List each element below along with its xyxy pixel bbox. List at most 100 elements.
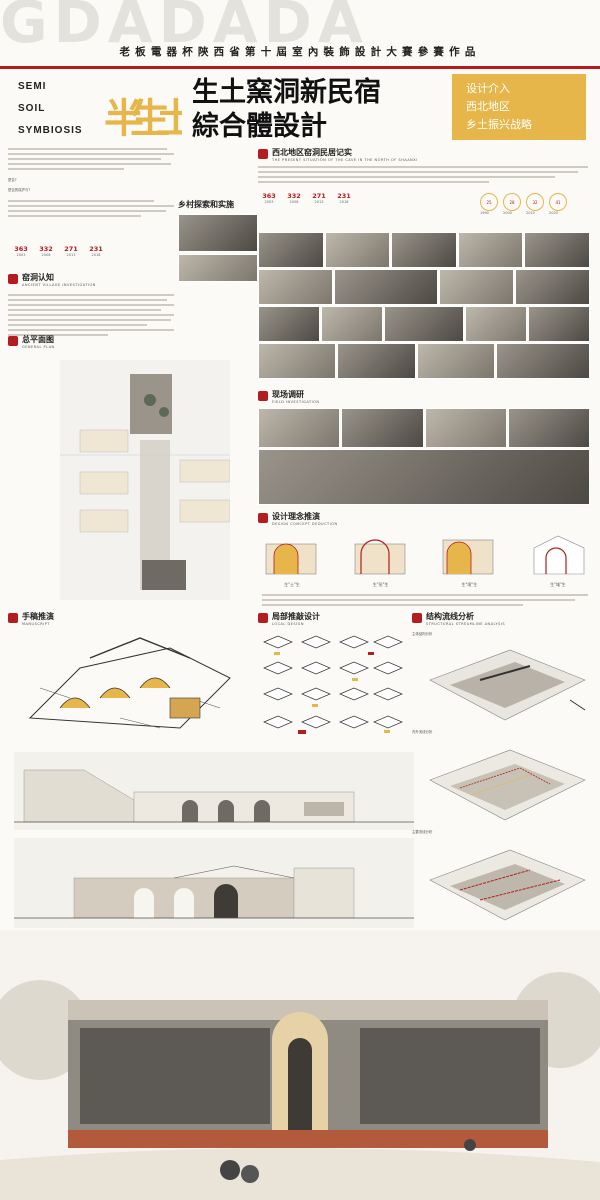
- structure-label: 内外流线分析: [412, 730, 433, 734]
- main-perspective-rendering: [0, 930, 600, 1200]
- section-icon: [258, 613, 268, 623]
- cave-photo: [337, 343, 416, 379]
- elevation-drawing-1: [14, 752, 414, 830]
- cave-photo: [333, 269, 439, 305]
- section-icon: [8, 274, 18, 284]
- circle-year: 2010: [526, 211, 535, 215]
- keyword-tag: 设计介入: [466, 82, 510, 95]
- concept-label: 生"域"生: [550, 582, 566, 587]
- section-header-northwest: 西北地区窑洞民居记实 THE PRESENT SITUATION OF THE …: [258, 148, 418, 162]
- photo-row: [258, 343, 590, 379]
- section-header-plan: 总平面图 GENERAL PLAN: [8, 335, 55, 349]
- english-title-line: SYMBIOSIS: [18, 125, 83, 136]
- local-design-studies: [263, 635, 403, 734]
- northwest-text: [258, 166, 588, 186]
- concept-figure: [265, 543, 317, 575]
- competition-title: 老板電器杯陝西省第十屆室內裝飾設計大賽參賽作品: [119, 46, 481, 58]
- photo-row: [258, 232, 590, 268]
- field-photo: [258, 408, 341, 448]
- field-panorama: [258, 449, 590, 505]
- concept-figure: [443, 539, 494, 575]
- section-subtitle: ANCIENT VILLAGE INVESTIGATION: [22, 283, 96, 287]
- field-photos: [258, 408, 590, 506]
- stat-year: 2018: [339, 200, 349, 204]
- section-header-structure: 结构流线分析 STRUCTURAL STREAMLINE ANALYSIS: [412, 612, 505, 626]
- keyword-tag: 乡土振兴战略: [466, 118, 532, 131]
- cave-photo: [258, 306, 320, 342]
- cave-photo: [496, 343, 590, 379]
- stat-value: 332: [39, 245, 53, 253]
- cave-photo: [465, 306, 527, 342]
- field-photo: [507, 408, 590, 448]
- manuscript-sketch: [28, 637, 231, 729]
- stat-year: 2003: [16, 253, 26, 257]
- section-title: 局部推敲设计: [272, 612, 320, 621]
- section-title: 设计理念推演: [272, 512, 320, 521]
- section-icon: [258, 149, 268, 159]
- section-title: 结构流线分析: [426, 612, 474, 621]
- circle-value: 28: [503, 193, 521, 211]
- cave-photo: [258, 232, 324, 268]
- project-title-line1: 生土窯洞新民宿: [192, 77, 381, 108]
- keyword-tag: 西北地区: [466, 100, 510, 113]
- circle-year: 2020: [549, 211, 558, 215]
- concept-text: [262, 594, 588, 609]
- section-title: 总平面图: [22, 335, 54, 344]
- cave-photo: [324, 232, 391, 268]
- circle-value: 41: [549, 193, 567, 211]
- structure-label: 主要流线分析: [412, 830, 433, 834]
- field-photo: [341, 408, 424, 448]
- stat-year: 2008: [289, 200, 299, 204]
- intro-question2: 是否的保护与?: [8, 188, 31, 192]
- stat-value: 363: [14, 245, 28, 253]
- structure-axonometric-1: [429, 649, 586, 721]
- circle-value: 25: [480, 193, 498, 211]
- circle-value: 32: [526, 193, 544, 211]
- section-header-cave-cognition: 窑洞认知 ANCIENT VILLAGE INVESTIGATION: [8, 273, 96, 287]
- concept-step: 生"土"生: [262, 528, 322, 588]
- english-title-line: SOIL: [18, 103, 46, 114]
- section-header-field: 现场调研 FIELD INVESTIGATION: [258, 390, 320, 404]
- stat-value: 271: [64, 245, 78, 253]
- stat-year: 2018: [91, 253, 101, 257]
- keyword-box: 设计介入 西北地区 乡土振兴战略: [452, 74, 586, 140]
- structure-axonometric-3: [429, 849, 586, 921]
- concept-figure: [533, 535, 585, 575]
- section-subtitle: MANUSCRIPT: [22, 622, 50, 626]
- cave-photo: [457, 232, 524, 268]
- circle-year: 1990: [480, 211, 489, 215]
- photo-row: [258, 306, 590, 342]
- section-subtitle: LOCAL DESIGN: [272, 622, 304, 626]
- stat-year: 2003: [264, 200, 274, 204]
- section-title: 窑洞认知: [22, 273, 54, 282]
- intro-paragraph-2: [8, 200, 174, 220]
- cave-photo: [515, 269, 590, 305]
- cave-photo: [391, 232, 457, 268]
- cave-photo: [524, 232, 590, 268]
- stat-value: 231: [89, 245, 103, 253]
- stat-value: 271: [312, 192, 326, 200]
- circle-year: 2000: [503, 211, 512, 215]
- village-title: 乡村探索和实施: [178, 200, 234, 209]
- concept-step: 生"境"生: [439, 528, 499, 588]
- header-watermark: GDADADA: [0, 0, 369, 44]
- section-icon: [8, 613, 18, 623]
- stat-year: 2013: [314, 200, 324, 204]
- header-divider: [0, 66, 600, 69]
- section-icon: [412, 613, 422, 623]
- elevation-drawing-2: [14, 838, 414, 928]
- cave-photo: [258, 269, 333, 305]
- section-header-local: 局部推敲设计 LOCAL DESIGN: [258, 612, 320, 626]
- section-title: 现场调研: [272, 390, 304, 399]
- english-title-line: SEMI: [18, 81, 47, 92]
